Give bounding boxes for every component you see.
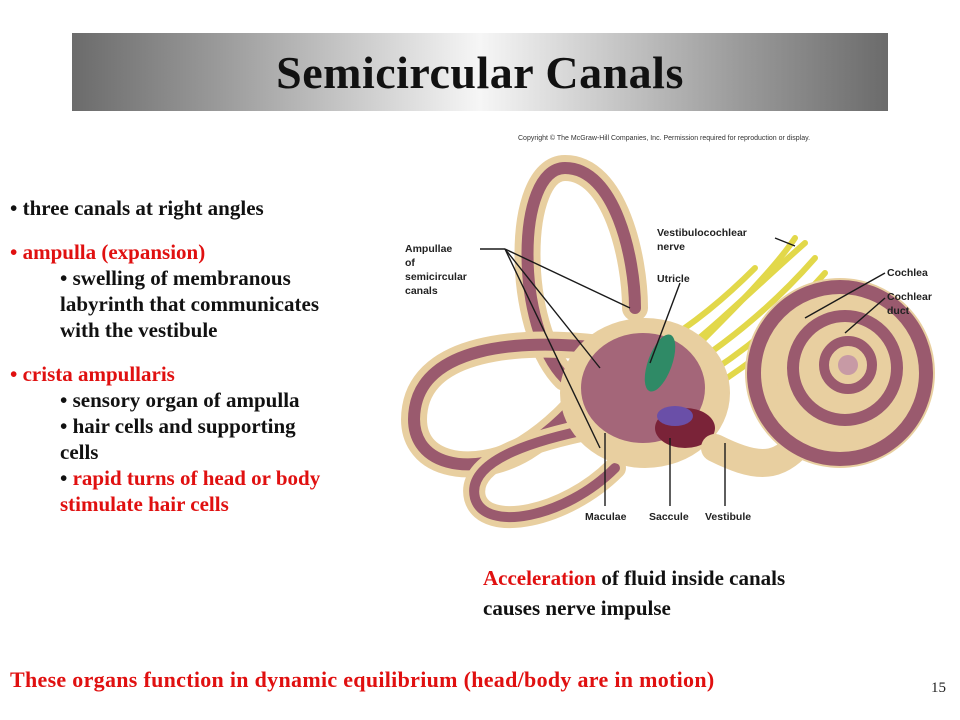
- sub-bullet-hair-cells-line2: cells: [60, 440, 99, 464]
- sub-bullet-swelling-line2: labyrinth that communicates: [60, 292, 319, 316]
- sub-bullet-swelling-line3: with the vestibule: [60, 318, 218, 342]
- cochlea: [745, 278, 935, 468]
- sub-bullet-swelling-line1: • swelling of membranous: [60, 266, 291, 290]
- bullet-crista-ampullaris: • crista ampullaris: [10, 362, 175, 386]
- caption-highlight: Acceleration: [483, 566, 597, 590]
- bullet-ampulla: • ampulla (expansion): [10, 240, 206, 264]
- label-vestibulocochlear-nerve: nerve: [657, 241, 685, 253]
- utricle-macula: [644, 334, 676, 392]
- figure-caption: Acceleration of fluid inside canals caus…: [483, 563, 903, 623]
- label-ampullae-canals: canals: [405, 285, 438, 297]
- label-utricle: Utricle: [657, 273, 690, 285]
- label-maculae: Maculae: [585, 511, 627, 523]
- label-ampullae-semicircular: semicircular: [405, 271, 467, 283]
- label-ampullae: Ampullae: [405, 243, 452, 255]
- caption-line1: of fluid inside canals: [596, 566, 786, 590]
- label-cochlear: Cochlear: [887, 291, 932, 303]
- sub-bullet-swelling: • swelling of membranous labyrinth that …: [60, 265, 410, 343]
- sub-bullet-rapid-turns-line1: • rapid turns of head or body: [60, 465, 410, 491]
- sub-bullet-sensory-organ: • sensory organ of ampulla: [60, 388, 300, 412]
- inner-ear-illustration: Ampullae of semicircular canals Vestibul…: [395, 148, 955, 538]
- label-leader-lines: [480, 237, 886, 506]
- page-number: 15: [931, 680, 946, 696]
- label-ampullae-of: of: [405, 257, 415, 269]
- slide-title: Semicircular Canals: [276, 46, 684, 98]
- inner-ear-svg: Ampullae of semicircular canals Vestibul…: [401, 154, 935, 529]
- caption-line2: causes nerve impulse: [483, 596, 671, 620]
- label-vestibulocochlear: Vestibulocochlear: [657, 227, 747, 239]
- label-cochlear-duct: duct: [887, 305, 910, 317]
- label-cochlea: Cochlea: [887, 267, 928, 279]
- title-banner: Semicircular Canals: [72, 33, 888, 111]
- sub-bullet-rapid-turns-dot: •: [60, 466, 68, 490]
- sub-bullet-rapid-turns-line2: stimulate hair cells: [60, 492, 229, 516]
- label-vestibule: Vestibule: [705, 511, 751, 523]
- sub-bullet-hair-cells-line1: • hair cells and supporting: [60, 414, 296, 438]
- dynamic-equilibrium-note: These organs function in dynamic equilib…: [10, 667, 715, 692]
- copyright-notice: Copyright © The McGraw-Hill Companies, I…: [518, 135, 811, 142]
- bullet-three-canals: • three canals at right angles: [10, 196, 264, 220]
- sub-bullet-rapid-turns-text: rapid turns of head or body: [72, 466, 321, 490]
- cochlea-connection: [701, 434, 809, 477]
- label-saccule: Saccule: [649, 511, 689, 523]
- bullet-list: • three canals at right angles • ampulla…: [10, 195, 410, 517]
